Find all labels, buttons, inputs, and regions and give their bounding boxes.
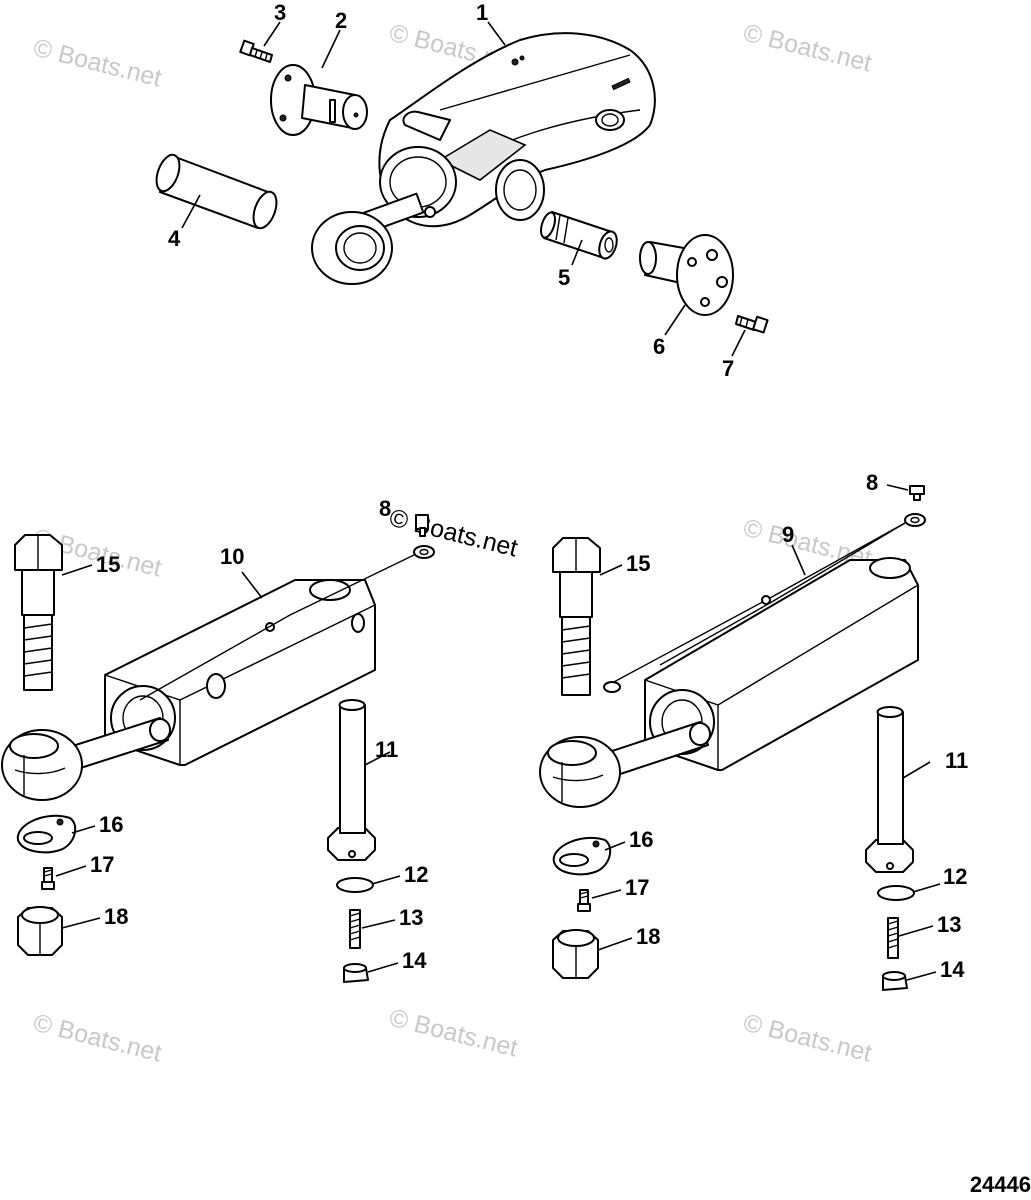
part-18-nut-left [17,906,63,956]
watermark: © Boats.net [31,34,165,93]
part-15-bolt-left [14,534,63,691]
figure-number: 24446 [970,1172,1031,1197]
watermark: © Boats.net [387,1004,521,1063]
part-13-stud-right [887,917,899,959]
callout-18-right: 18 [636,924,660,949]
callout-15-left: 15 [96,552,120,577]
callout-1: 1 [476,0,488,25]
part-17-screw-left [41,867,55,890]
callout-17-right: 17 [625,875,649,900]
part-4-sleeve [155,153,278,230]
part-10-steering-cylinder [1,579,376,801]
part-9-steering-cylinder [539,557,919,808]
callout-11-left: 11 [375,737,398,762]
part-16-tab-washer-right [552,836,612,876]
part-1-steering-yoke-housing [311,32,656,285]
part-12-washer-right [877,885,915,901]
callout-13-right: 13 [937,912,961,937]
part-16-tab-washer-left [16,814,77,854]
callout-13-left: 13 [399,905,423,930]
callout-14-left: 14 [402,948,427,973]
callout-8-left: 8 [379,496,391,521]
part-13-stud-left [349,909,361,949]
part-18-nut-right [552,929,599,979]
callout-3: 3 [274,0,286,25]
callout-17-left: 17 [90,852,114,877]
callout-14-right: 14 [940,957,965,982]
callout-18-left: 18 [104,904,128,929]
part-14-nut-left [343,963,369,983]
part-15-bolt-right [552,537,601,696]
callout-15-right: 15 [626,551,650,576]
callout-12-right: 12 [943,864,967,889]
part-11-pin-right [865,706,914,873]
part-6-flanged-pivot-pin [639,234,734,316]
callout-12-left: 12 [404,862,428,887]
part-14-nut-right [882,971,908,991]
callout-11-right: 11 [945,748,968,773]
part-3-screw [239,39,273,63]
callout-8-right: 8 [866,470,878,495]
part-8-screw-left [139,514,435,701]
part-2-flanged-pivot-pin [270,64,368,136]
part-7-screw [735,315,769,334]
part-8-screw-right [603,485,926,693]
part-12-washer-left [336,877,374,893]
part-11-pin-left [327,699,376,861]
part-17-screw-right [577,889,591,912]
part-5-shaft [540,211,618,260]
watermark: © Boats.net [741,19,875,78]
callout-4: 4 [168,226,181,251]
leader-lines [55,21,941,981]
callout-labels: 1 2 3 4 5 6 7 8 8 9 10 11 11 12 12 13 13… [90,0,968,982]
callout-7: 7 [722,356,734,381]
callout-16-right: 16 [629,827,653,852]
callout-9: 9 [782,522,794,547]
callout-5: 5 [558,265,570,290]
watermark: © Boats.net [741,1009,875,1068]
callout-2: 2 [335,8,347,33]
callout-16-left: 16 [99,812,123,837]
callout-6: 6 [653,334,665,359]
watermark-dark: © Boats.net [387,504,521,563]
watermark: © Boats.net [31,1009,165,1068]
callout-10: 10 [220,544,244,569]
